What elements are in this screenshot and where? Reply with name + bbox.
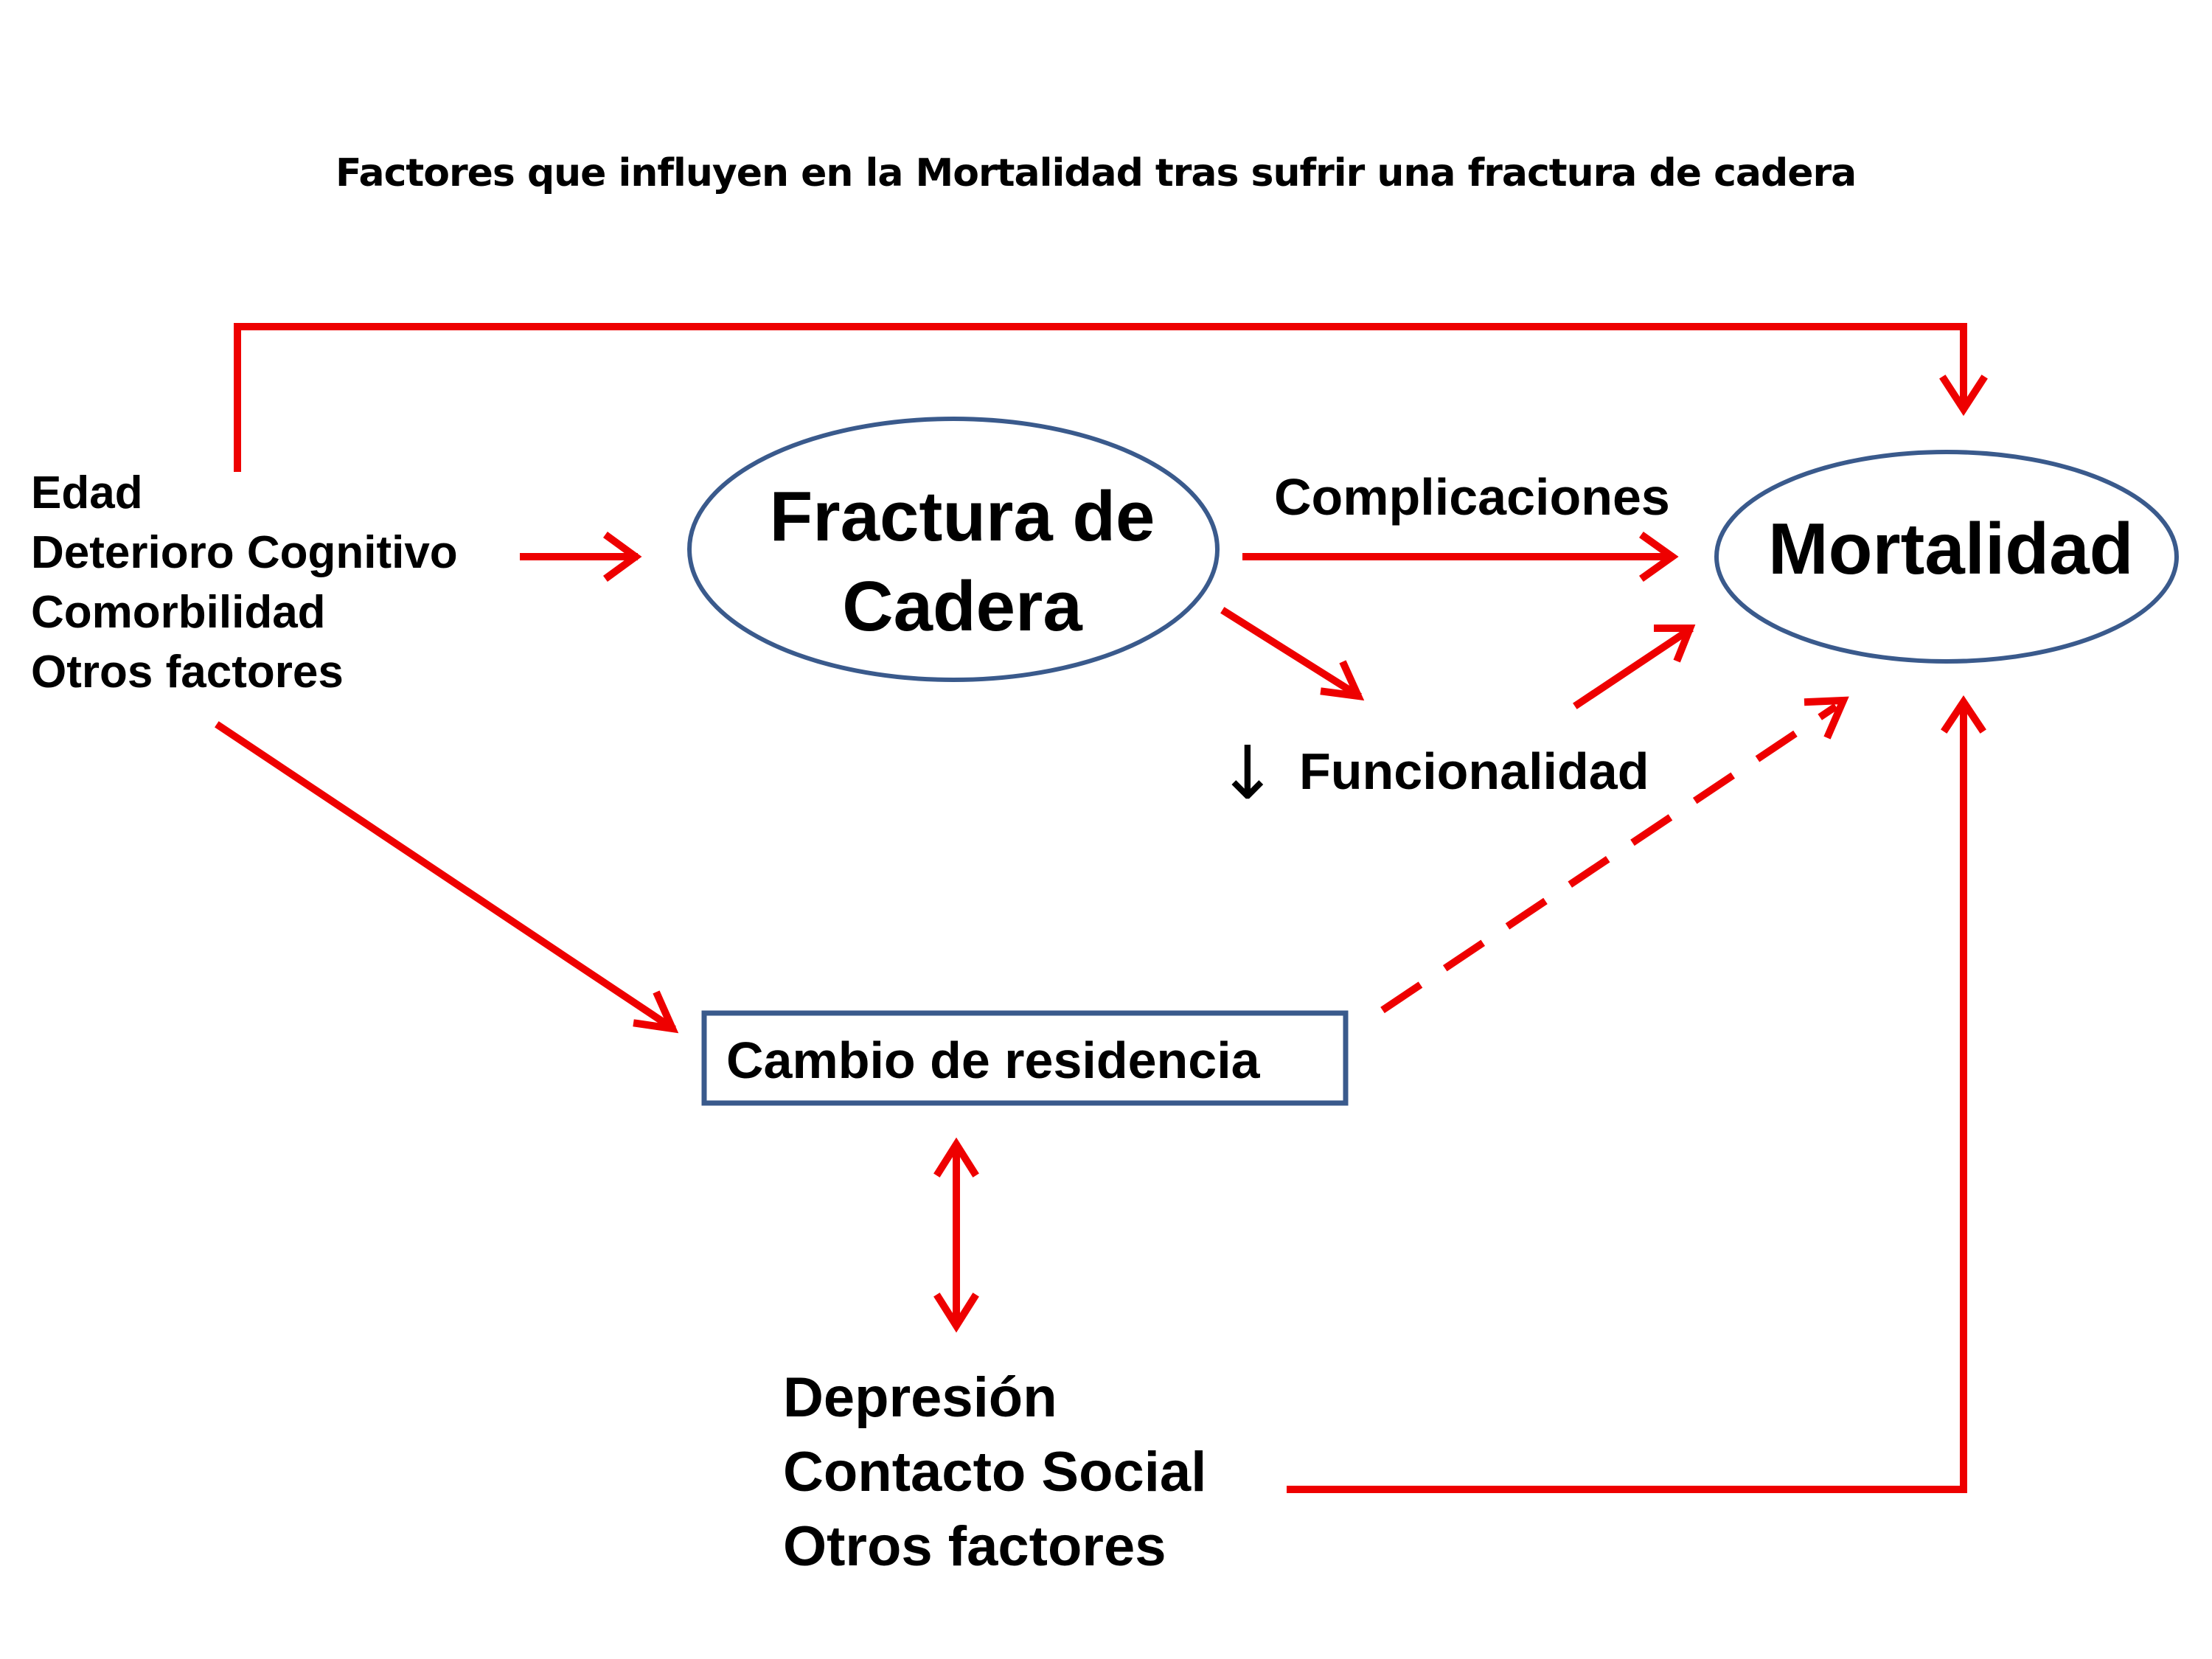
arrowhead-funcionalidad-mortalidad — [1654, 625, 1696, 663]
psychosocial-factor-item: Contacto Social — [783, 1441, 1207, 1503]
mortalidad-node-outline — [1714, 450, 2179, 664]
arrowhead-complicaciones — [1639, 532, 1679, 582]
psychosocial-factors-list: Depresión Contacto Social Otros factores — [783, 1360, 1206, 1584]
arrowhead-double-up — [933, 1137, 979, 1178]
psychosocial-factor-item: Depresión — [783, 1366, 1057, 1429]
arrow-risk-to-mortalidad-top — [234, 323, 1967, 472]
arrowhead-double-down — [933, 1293, 979, 1333]
risk-factor-item: Comorbilidad — [31, 587, 326, 638]
risk-factor-item: Deterioro Cognitivo — [31, 527, 458, 578]
risk-factor-item: Edad — [31, 467, 143, 518]
arrow-fractura-to-funcionalidad — [1220, 607, 1362, 700]
residencia-node-outline — [701, 1010, 1349, 1106]
down-arrow-icon: ↓ — [1217, 730, 1279, 816]
page-title: Factores que influyen en la Mortalidad t… — [335, 151, 1857, 195]
residencia-node-label: Cambio de residencia — [726, 1032, 1260, 1089]
funcionalidad-label: Funcionalidad — [1299, 742, 1649, 800]
arrowhead-mortalidad-top — [1939, 375, 1988, 417]
arrow-funcionalidad-to-mortalidad — [1573, 625, 1694, 709]
fractura-node-label: Fractura de Cadera — [769, 477, 1155, 646]
arrowhead-mortalidad-bottom — [1941, 695, 1986, 734]
arrowhead-fractura — [603, 532, 642, 582]
arrow-psychosocial-to-mortalidad — [1287, 702, 1967, 1493]
risk-factors-list: Edad Deterioro Cognitivo Comorbilidad Ot… — [31, 463, 458, 702]
arrow-risk-to-residencia — [215, 721, 676, 1032]
arrowhead-funcionalidad — [1320, 660, 1365, 701]
fractura-node-outline — [687, 417, 1220, 682]
arrows — [215, 323, 1988, 1493]
mortalidad-node-label: Mortalidad — [1768, 508, 2134, 589]
risk-factor-item: Otros factores — [31, 647, 344, 698]
psychosocial-factor-item: Otros factores — [783, 1515, 1166, 1578]
complicaciones-label: Complicaciones — [1274, 468, 1670, 526]
arrow-residencia-to-mortalidad-dashed — [1380, 703, 1838, 1014]
arrowhead-dashed — [1804, 696, 1849, 740]
arrowhead-residencia — [633, 990, 679, 1034]
